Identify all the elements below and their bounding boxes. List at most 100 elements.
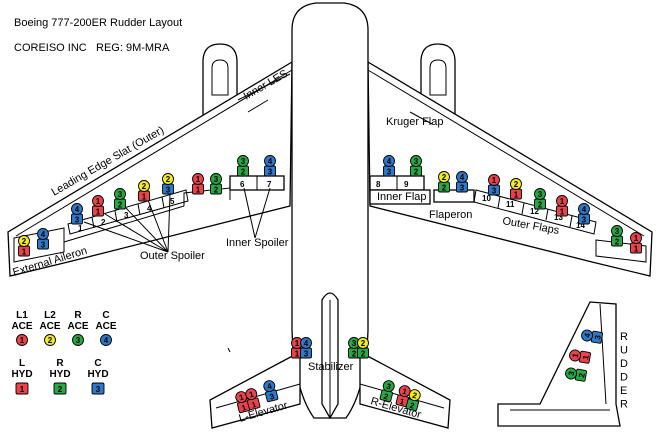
ace-marker <box>138 180 150 192</box>
ace-marker <box>71 203 83 215</box>
spoiler-number-10: 10 <box>482 194 491 203</box>
hyd-number: 1 <box>22 248 27 257</box>
actuator: 11 <box>245 388 261 411</box>
ace-marker <box>245 388 258 401</box>
spoiler-number-7: 7 <box>267 180 272 189</box>
ace-marker <box>263 380 276 393</box>
ace-number: 1 <box>238 393 245 403</box>
spoiler-number-12: 12 <box>530 207 539 216</box>
legend-label-bottom: ACE <box>39 321 60 332</box>
hyd-number: 3 <box>75 216 80 225</box>
legend-hyd-marker <box>15 382 29 395</box>
hyd-number: 3 <box>387 168 392 177</box>
hyd-number: 3 <box>166 186 171 195</box>
ace-number: 1 <box>96 197 101 206</box>
legend-ace-number: 3 <box>76 336 81 345</box>
hyd-number: 3 <box>269 392 276 402</box>
ace-number: 4 <box>582 205 587 214</box>
actuator: 22 <box>357 337 369 359</box>
ace-marker <box>357 337 369 349</box>
ace-marker <box>556 195 568 207</box>
ace-number: 4 <box>75 205 80 214</box>
rudder-letter: U <box>620 345 628 357</box>
legend-ace-number: 4 <box>104 336 109 345</box>
actuator: 11 <box>192 173 204 195</box>
ace-marker <box>581 329 593 342</box>
actuator: 34 <box>383 155 395 177</box>
actuator: 11 <box>630 232 642 254</box>
actuator: 23 <box>348 337 360 359</box>
ace-number: 2 <box>142 182 147 191</box>
ace-marker <box>383 155 395 167</box>
legend-ace-marker <box>100 334 112 346</box>
ace-marker <box>192 173 204 185</box>
ace-marker <box>510 178 522 190</box>
actuator: 34 <box>456 171 468 193</box>
ace-number: 4 <box>266 382 273 392</box>
ace-number: 1 <box>571 352 581 358</box>
ace-marker <box>578 203 590 215</box>
ace-marker <box>569 349 581 362</box>
hyd-number: 3 <box>268 168 273 177</box>
hyd-number: 2 <box>414 168 419 177</box>
legend-hyd-marker <box>53 382 67 395</box>
ace-number: 3 <box>538 190 543 199</box>
ace-number: 2 <box>361 339 366 348</box>
hyd-number: 1 <box>514 191 519 200</box>
legend-ace-number: 1 <box>20 336 25 345</box>
ace-number: 2 <box>166 175 171 184</box>
hyd-number: 3 <box>460 184 465 193</box>
actuator: 34 <box>71 203 83 225</box>
actuator: 34 <box>578 203 590 225</box>
ace-number: 4 <box>583 332 593 338</box>
ace-number: 4 <box>387 157 392 166</box>
ace-marker <box>382 380 395 393</box>
ace-number: 3 <box>241 157 246 166</box>
hyd-number: 2 <box>118 201 123 210</box>
spoiler-number-11: 11 <box>506 200 515 209</box>
hyd-number: 2 <box>241 168 246 177</box>
ace-number: 4 <box>41 230 46 239</box>
left-inner-spoilers: 6 7 <box>229 175 285 191</box>
ace-number: 2 <box>442 173 447 182</box>
ace-number: 3 <box>414 157 419 166</box>
legend-hyd-number: 1 <box>20 385 25 394</box>
kruger-flap-label: Kruger Flap <box>386 116 443 128</box>
spoiler-number-8: 8 <box>376 180 381 189</box>
operator-name: COREISO INC <box>14 42 87 54</box>
hyd-number: 3 <box>582 216 587 225</box>
ace-number: 3 <box>615 227 620 236</box>
legend-label-top: L2 <box>44 310 56 321</box>
legend-label-top: L1 <box>16 310 28 321</box>
ace-number: 1 <box>492 176 497 185</box>
legend-label-top: R <box>74 310 82 321</box>
actuator: 34 <box>37 228 49 250</box>
hyd-number: 2 <box>538 201 543 210</box>
actuator: 23 <box>410 155 422 177</box>
ace-marker <box>37 228 49 240</box>
stabilizer-label: Stabilizer <box>308 361 354 373</box>
actuator: 11 <box>395 385 411 408</box>
callout-lines <box>83 187 271 353</box>
hyd-number: 3 <box>304 350 309 359</box>
spoiler-number-14: 14 <box>576 221 585 230</box>
rudder-letter: D <box>620 372 628 384</box>
actuator: 23 <box>611 225 623 247</box>
rudder-letter: E <box>620 385 627 397</box>
hyd-number: 3 <box>492 187 497 196</box>
ace-number: 2 <box>411 391 418 401</box>
hyd-number: 2 <box>615 238 620 247</box>
hyd-number: 2 <box>361 350 366 359</box>
spoiler-number-6: 6 <box>240 180 245 189</box>
legend-label-bottom: HYD <box>87 369 108 380</box>
legend-ace-marker <box>44 334 56 346</box>
hyd-number: 1 <box>581 354 591 360</box>
hyd-number: 2 <box>383 392 390 402</box>
ace-number: 1 <box>248 390 255 400</box>
ace-marker <box>456 171 468 183</box>
